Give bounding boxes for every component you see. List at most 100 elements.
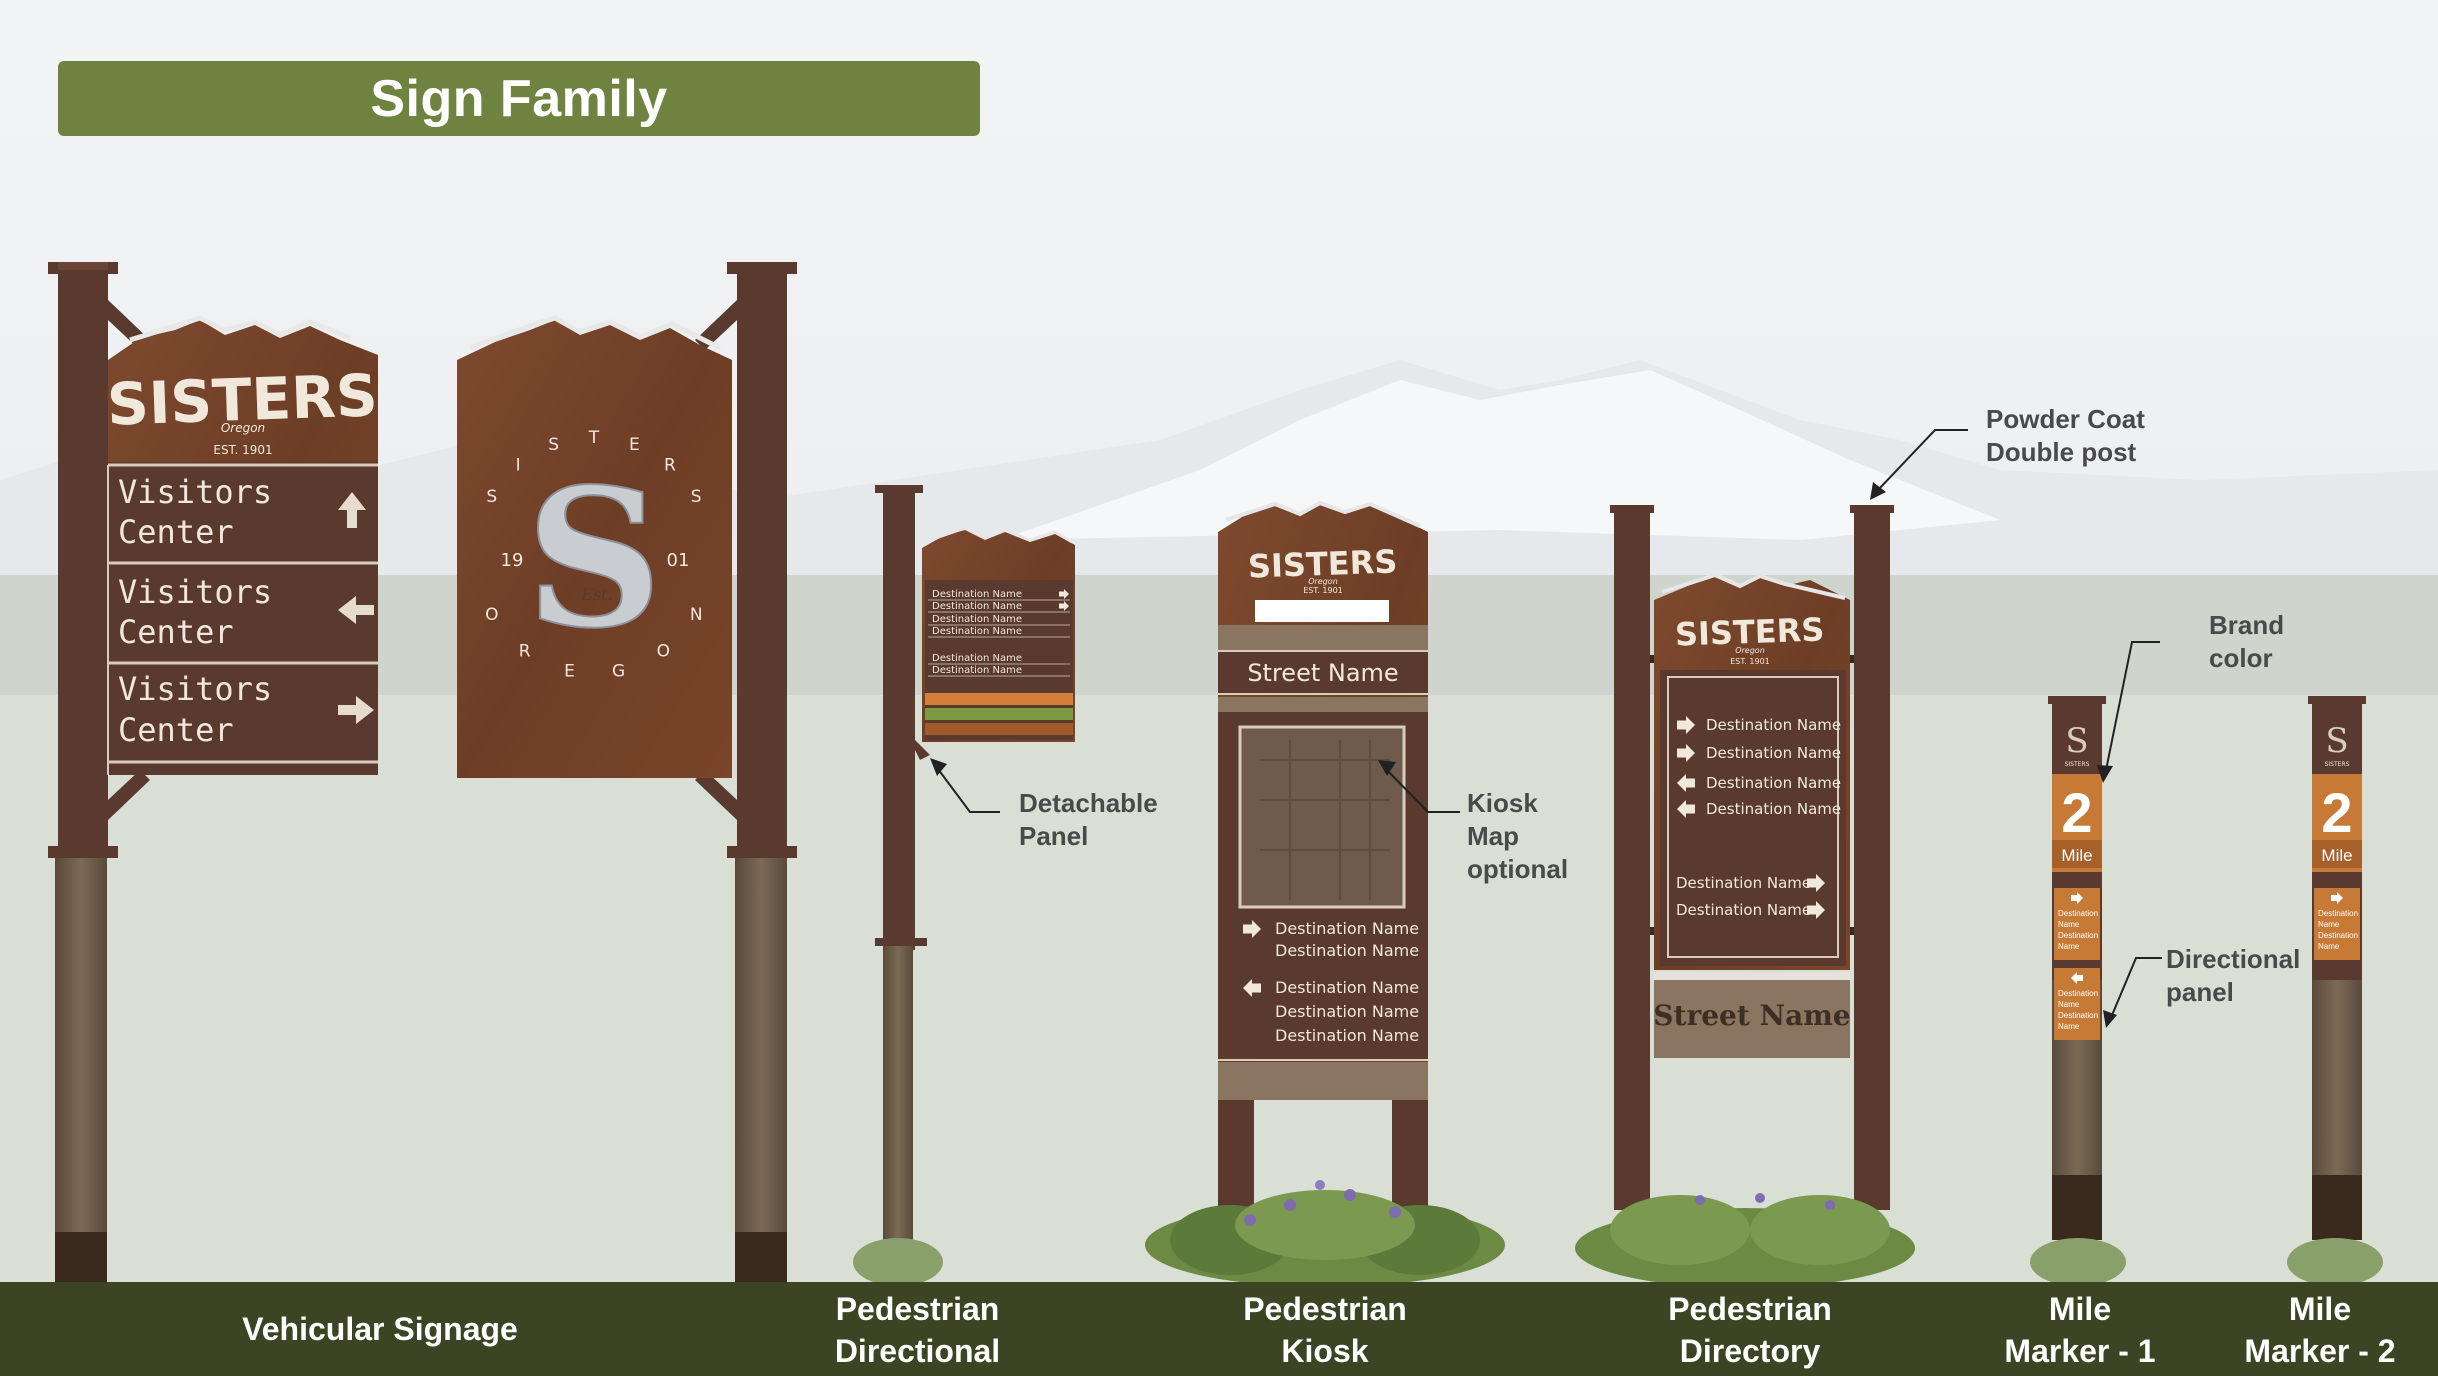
right-arrow-icon (2071, 892, 2083, 904)
directional-panel-text: Name (2058, 1000, 2080, 1009)
mile-brand-word: SISTERS (2325, 761, 2350, 768)
stripe-orange (925, 693, 1073, 705)
seal-bottom-letter: O (657, 641, 670, 661)
brand-est: EST. 1901 (213, 443, 272, 457)
seal-top-letter: T (588, 428, 600, 448)
right-arrow-icon (1807, 874, 1825, 892)
vehicular-sign: SISTERS Oregon EST. 1901 Visitors Center… (48, 262, 797, 1282)
vehicular-row: Visitors Center (118, 473, 366, 551)
kiosk-map (1238, 725, 1406, 909)
vehicular-row: Visitors Center (118, 670, 374, 749)
seal-bottom-letter: G (612, 661, 625, 681)
seal-top-letter: R (664, 456, 676, 476)
right-arrow-icon (1677, 716, 1695, 734)
directory-street-name: Street Name (1653, 999, 1850, 1032)
directory-row: Destination Name (1706, 716, 1841, 734)
right-arrow-icon (1059, 601, 1069, 611)
directional-panel-text: Name (2058, 920, 2080, 929)
svg-text:01: 01 (667, 550, 690, 571)
stripe-green (925, 708, 1073, 720)
seal-letter: S (525, 447, 662, 670)
svg-text:Visitors: Visitors (118, 473, 272, 511)
left-arrow-icon (2071, 972, 2083, 984)
mile-number: 2 (2321, 781, 2352, 844)
svg-text:19: 19 (501, 550, 524, 571)
kiosk-destination: Destination Name (1275, 941, 1419, 960)
ped-dir-row: Destination Name (932, 665, 1022, 676)
mile-marker-2: SSISTERS2MileDestinationNameDestinationN… (2308, 696, 2366, 1240)
directional-panel-text: Name (2058, 1022, 2080, 1031)
street-name-band (1218, 650, 1428, 695)
mile-number: 2 (2061, 781, 2092, 844)
kiosk-destination: Destination Name (1275, 1002, 1419, 1021)
left-arrow-icon (338, 596, 374, 624)
mile-brand-letter: S (2325, 721, 2348, 761)
kiosk-destination: Destination Name (1275, 919, 1419, 938)
seal-top-letter: S (691, 487, 702, 507)
directory-shrub (1575, 1193, 1915, 1288)
seal-top-letter: I (516, 456, 521, 476)
directional-panel-text: Destination (2318, 909, 2358, 918)
directional-panel-text: Name (2058, 942, 2080, 951)
directory-row: Destination Name (1706, 774, 1841, 792)
callout-leaders (934, 429, 2162, 1021)
kiosk-street-name: Street Name (1247, 659, 1398, 687)
seal-bottom-letter: E (564, 661, 575, 681)
stripe-brown (925, 723, 1073, 735)
svg-text:Oregon: Oregon (1308, 577, 1338, 586)
right-arrow-icon (1243, 920, 1261, 938)
svg-text:Center: Center (118, 711, 234, 749)
svg-text:SISTERS: SISTERS (1674, 610, 1825, 653)
directional-panel-text: Destination (2058, 909, 2098, 918)
left-arrow-icon (1243, 979, 1261, 997)
right-arrow-icon (1059, 589, 1069, 599)
footer-label-vehicular: Vehicular Signage (242, 1311, 518, 1347)
mile-brand-letter: S (2065, 721, 2088, 761)
svg-text:EST. 1901: EST. 1901 (1303, 586, 1343, 595)
right-arrow-icon (1677, 744, 1695, 762)
directory-row: Destination Name (1706, 744, 1841, 762)
svg-text:SISTERS: SISTERS (1247, 542, 1398, 585)
pedestrian-directory-sign: SISTERS Oregon EST. 1901 Destination Nam… (1575, 505, 1915, 1288)
directional-panel-text: Name (2318, 942, 2340, 951)
seal-bottom-letter: N (690, 605, 703, 625)
ped-dir-row: Destination Name (932, 614, 1022, 625)
grass-tuft (853, 1238, 943, 1286)
callout-arrowheads (930, 482, 2117, 1028)
directional-panel-text: Destination (2318, 931, 2358, 940)
directory-row: Destination Name (1676, 874, 1811, 892)
seal-bottom-letter: R (519, 641, 531, 661)
svg-text:Oregon: Oregon (1735, 646, 1765, 655)
mountain-snow (1000, 370, 2000, 540)
left-arrow-icon (1677, 774, 1695, 792)
directional-panel-text: Destination (2058, 989, 2098, 998)
ped-dir-row: Destination Name (932, 653, 1022, 664)
ped-dir-row: Destination Name (932, 601, 1022, 612)
svg-text:EST. 1901: EST. 1901 (1730, 657, 1770, 666)
svg-text:Visitors: Visitors (118, 670, 272, 708)
kiosk-destination: Destination Name (1275, 1026, 1419, 1045)
mile-unit: Mile (2321, 846, 2352, 865)
svg-text:Est.: Est. (580, 585, 612, 604)
ped-dir-row: Destination Name (932, 589, 1022, 600)
mile-brand-word: SISTERS (2065, 761, 2090, 768)
svg-text:Center: Center (118, 513, 234, 551)
directional-panel-text: Destination (2058, 931, 2098, 940)
right-arrow-icon (338, 696, 374, 724)
directory-street-name-panel (1654, 980, 1850, 1058)
directional-panel-text: Name (2318, 920, 2340, 929)
directional-panel-text: Destination (2058, 1011, 2098, 1020)
kiosk-destination: Destination Name (1275, 978, 1419, 997)
